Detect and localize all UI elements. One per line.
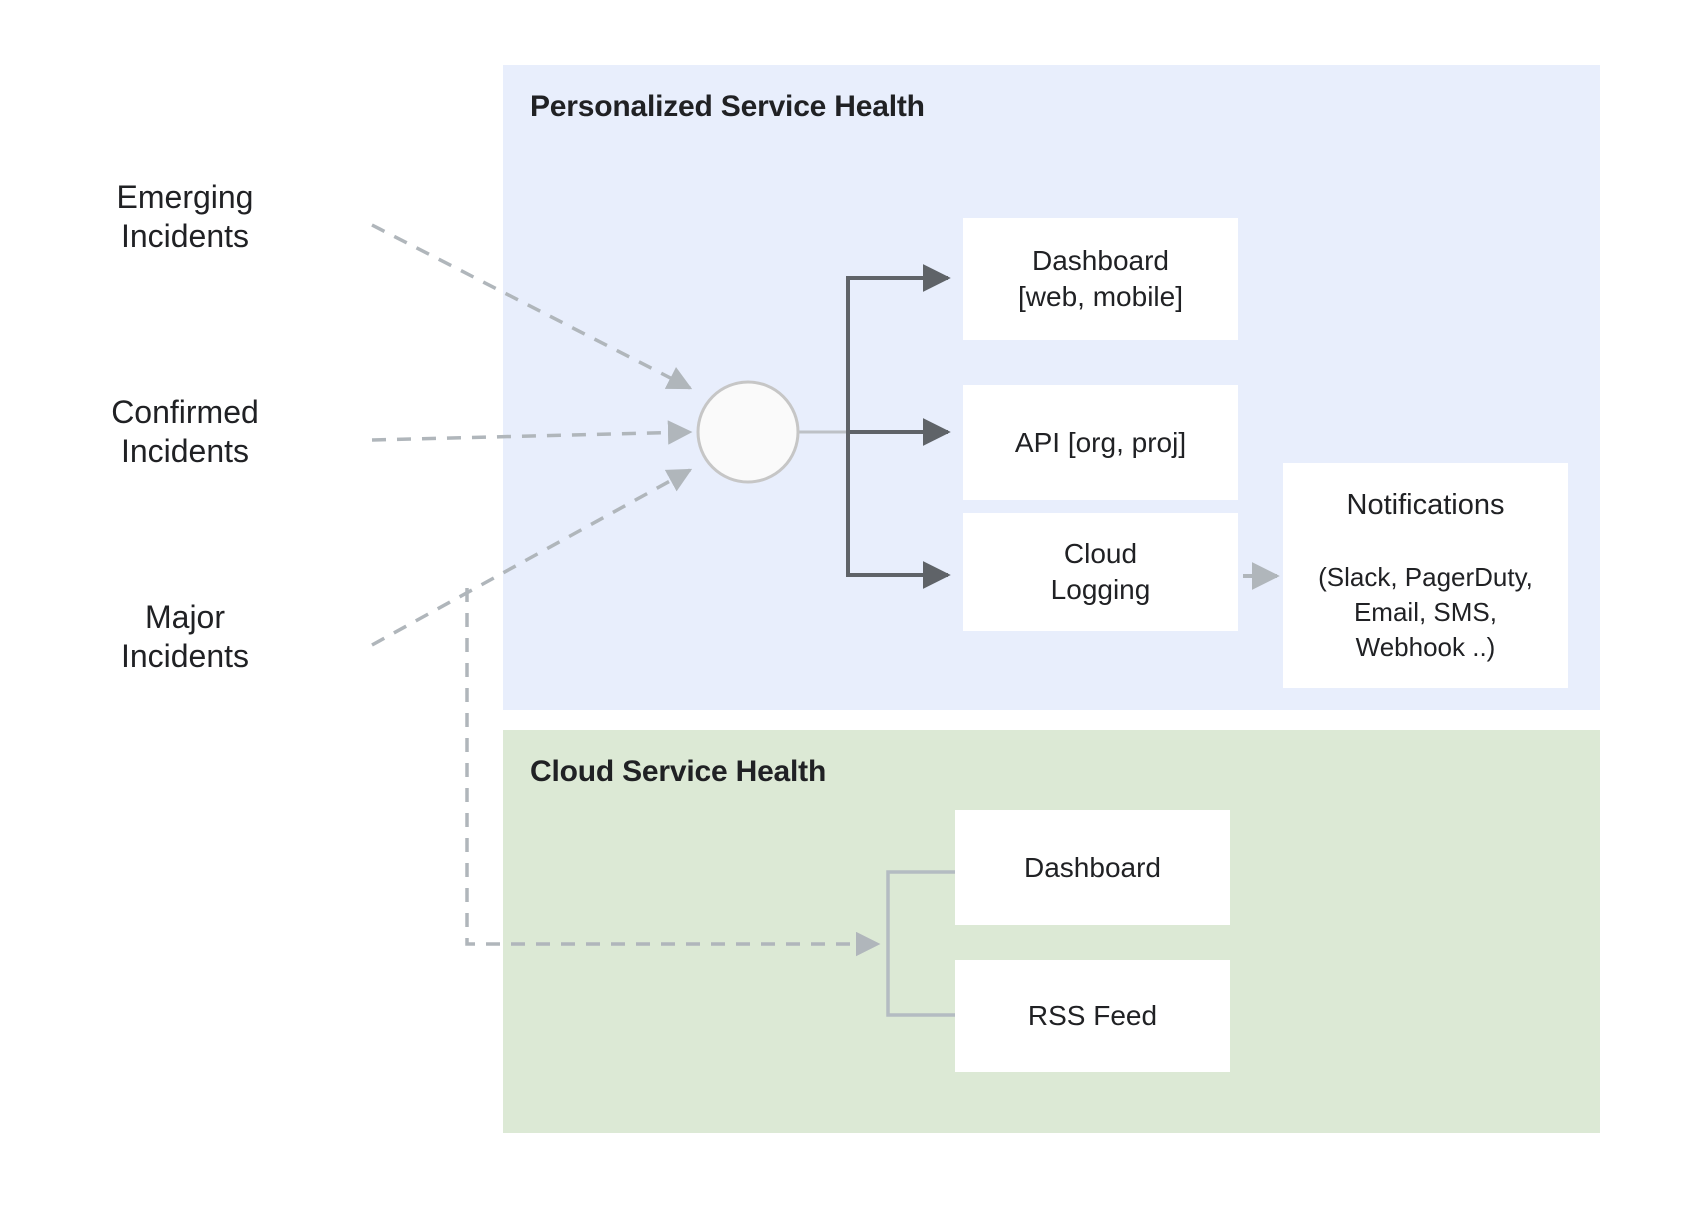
- node-dashboard-web-mobile[interactable]: Dashboard [web, mobile]: [963, 218, 1238, 340]
- source-label-confirmed-incidents: Confirmed Incidents: [111, 394, 259, 470]
- notifications-channels: (Slack, PagerDuty, Email, SMS, Webhook .…: [1318, 562, 1533, 662]
- notifications-title: Notifications: [1346, 488, 1505, 521]
- panel-title-cloud-service-health: Cloud Service Health: [530, 755, 827, 788]
- panel-cloud-service-health: [503, 730, 1600, 1133]
- source-label-emerging-incidents: Emerging Incidents: [116, 179, 254, 255]
- node-dashboard[interactable]: Dashboard: [955, 810, 1230, 925]
- node-notifications[interactable]: Notifications (Slack, PagerDuty, Email, …: [1283, 463, 1568, 688]
- source-label-major-incidents: Major Incidents: [120, 599, 250, 675]
- node-rss-feed[interactable]: RSS Feed: [955, 960, 1230, 1072]
- node-api-org-proj[interactable]: API [org, proj]: [963, 385, 1238, 500]
- panel-title-personalized-service-health: Personalized Service Health: [530, 90, 925, 123]
- node-cloud-logging[interactable]: Cloud Logging: [963, 513, 1238, 631]
